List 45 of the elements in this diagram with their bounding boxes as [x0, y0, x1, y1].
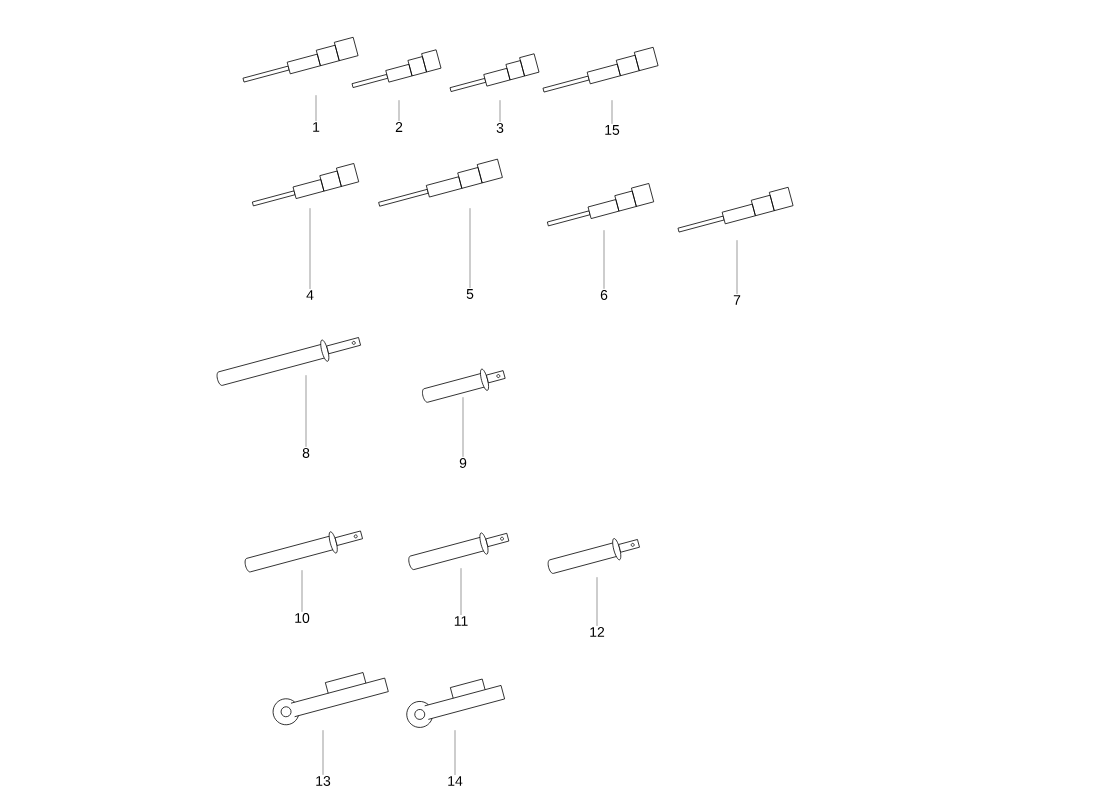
terminal-drawing [216, 337, 361, 386]
leader-line [309, 208, 311, 290]
leader-line [305, 375, 307, 448]
leader-line [315, 95, 317, 122]
leader-line [301, 570, 303, 613]
terminal-drawing [546, 183, 655, 227]
callout-number: 2 [395, 122, 403, 132]
terminal-drawing [272, 672, 389, 726]
terminal-drawing [242, 36, 359, 83]
callout-number: 14 [448, 776, 463, 786]
leader-line [736, 240, 738, 295]
callout-number: 11 [454, 616, 468, 626]
terminal-drawing [547, 538, 640, 574]
leader-line [596, 577, 598, 627]
callout-number: 7 [733, 295, 741, 305]
leader-line [499, 100, 501, 123]
terminal-drawing [449, 53, 540, 92]
terminal-drawing [351, 49, 442, 88]
leader-line [611, 100, 613, 125]
callout-number: 5 [466, 289, 474, 299]
callout-number: 9 [459, 458, 467, 468]
callout-number: 1 [313, 122, 320, 132]
callout-number: 3 [496, 123, 504, 133]
terminal-drawing [406, 678, 506, 728]
callout-number: 15 [605, 125, 620, 135]
leader-line [469, 208, 471, 289]
leader-line [322, 729, 324, 776]
terminal-drawing [422, 368, 506, 403]
callout-number: 6 [600, 290, 608, 300]
terminal-drawing [244, 530, 363, 573]
callout-number: 8 [302, 448, 310, 458]
callout-number: 13 [316, 776, 331, 786]
terminal-drawing [251, 163, 360, 207]
leader-line [603, 230, 605, 290]
callout-number: 10 [295, 613, 310, 623]
leader-line [460, 568, 462, 616]
terminal-drawing [677, 186, 794, 233]
terminal-drawing [542, 46, 659, 93]
leader-line [398, 100, 400, 122]
leader-line [454, 729, 456, 776]
leader-line [462, 397, 464, 458]
terminal-drawing [408, 532, 510, 570]
callout-number: 12 [590, 627, 605, 637]
terminal-drawing [378, 158, 503, 207]
callout-number: 4 [306, 290, 314, 300]
